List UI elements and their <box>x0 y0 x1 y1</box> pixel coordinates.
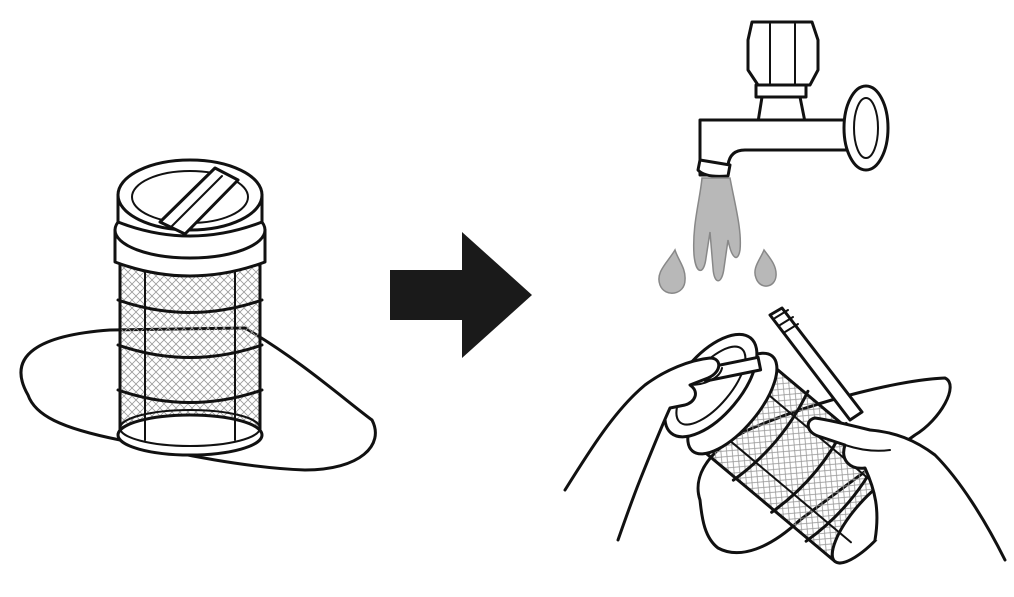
faucet-icon <box>698 22 888 176</box>
water-drop-left <box>659 250 685 293</box>
installed-filter-illustration <box>21 160 375 470</box>
rinsing-illustration <box>565 22 1005 578</box>
held-filter <box>565 308 1005 578</box>
mesh-filter <box>115 160 265 455</box>
water-stream <box>659 178 776 293</box>
water-drop-right <box>755 250 776 286</box>
arrow-right-icon <box>390 232 532 358</box>
